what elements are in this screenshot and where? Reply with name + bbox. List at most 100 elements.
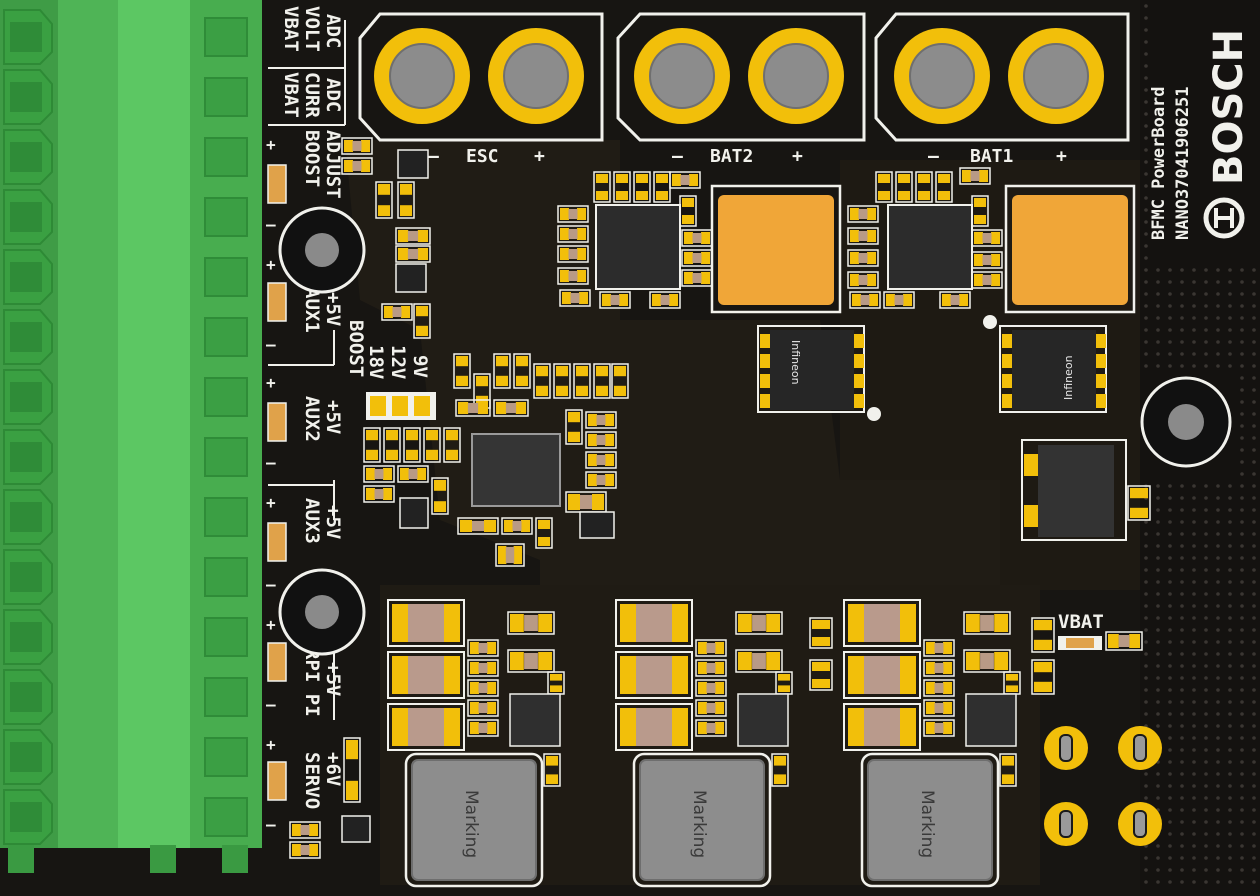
smd-part: [695, 679, 727, 697]
smd-part: [939, 291, 971, 309]
smd-part: [895, 171, 913, 203]
aux1-voltage: +5V: [322, 292, 344, 326]
smd-components: [289, 137, 1151, 859]
terminal-screw: [3, 789, 248, 845]
boost-option-18v: 18V: [365, 345, 387, 379]
via-field: [1144, 4, 1256, 884]
board-serial: NANO37041906251: [1173, 86, 1193, 240]
smd-part: [557, 205, 589, 223]
smd-part: [735, 649, 783, 673]
aux3-voltage: +5V: [322, 505, 344, 539]
smd-part: [467, 679, 499, 697]
bat2-plus: +: [792, 146, 803, 167]
terminal-screw: [3, 669, 248, 725]
smd-part: [847, 271, 879, 289]
power-terminal-pad: [374, 28, 470, 124]
minus-mark: –: [266, 335, 276, 354]
rpi-voltage: +5V: [322, 662, 344, 696]
smd-part: [289, 821, 321, 839]
smd-part: [383, 427, 401, 463]
smd-part: [363, 427, 381, 463]
boost-adjust-label-1: BOOST: [301, 130, 323, 187]
terminal-block: [0, 0, 262, 873]
terminal-screw: [3, 249, 248, 305]
tantalum-capacitor: [710, 184, 842, 314]
aux3-label: AUX3: [301, 498, 323, 544]
smd-part: [559, 289, 591, 307]
smd-part: [649, 291, 681, 309]
smd-part: [395, 245, 431, 263]
smd-part: [493, 353, 511, 389]
smd-part: [397, 181, 415, 219]
smd-part: [695, 639, 727, 657]
ic-marking-left: Infineon: [789, 340, 802, 385]
smd-part: [935, 171, 953, 203]
vbat-curr-adc-label-1: VBAT: [280, 72, 302, 118]
power-terminal-pad: [894, 28, 990, 124]
boost-option-9v: 9V: [409, 355, 431, 378]
smd-part: [915, 171, 933, 203]
boost-select-title: BOOST: [345, 320, 367, 377]
smd-part: [1105, 631, 1143, 651]
minus-mark: –: [266, 695, 276, 714]
mounting-hole: [278, 568, 366, 656]
boost-option-12v: 12V: [387, 345, 409, 379]
smd-part: [343, 737, 361, 803]
small-transistor: [399, 497, 429, 529]
smd-part: [573, 363, 591, 399]
smd-part: [971, 251, 1003, 269]
smd-part: [375, 181, 393, 219]
smd-part: [849, 291, 881, 309]
smd-part: [809, 659, 833, 691]
smd-part: [999, 753, 1017, 787]
mosfet-package: [887, 204, 973, 290]
smd-part: [363, 465, 395, 483]
bat1-label: BAT1: [970, 146, 1013, 167]
terminal-screw: [3, 729, 248, 785]
fiducial: [983, 315, 997, 329]
terminal-screw: [3, 189, 248, 245]
smd-part: [455, 399, 491, 417]
power-terminal-outlines: [358, 12, 1130, 142]
terminal-screw: [3, 429, 248, 485]
through-hole-pad: [1044, 726, 1088, 770]
smd-part: [963, 649, 1011, 673]
smd-part: [557, 245, 589, 263]
esc-label: ESC: [466, 146, 499, 167]
smd-part: [557, 225, 589, 243]
smd-part: [923, 719, 955, 737]
smd-part: [923, 639, 955, 657]
esc-plus: +: [534, 146, 545, 167]
smd-part: [1127, 485, 1151, 521]
smd-part: [395, 227, 431, 245]
vbat-volt-adc-label-3: ADC: [322, 14, 344, 48]
rpi-label: RPI PI: [301, 648, 323, 717]
small-transistor: [397, 149, 429, 179]
smd-part: [923, 699, 955, 717]
regulator-ic: [1021, 439, 1127, 541]
smd-part: [585, 431, 617, 449]
aux1-label: AUX1: [301, 287, 323, 333]
boost-jumper-pads: [366, 392, 436, 420]
plus-mark: +: [266, 615, 276, 634]
power-terminal-pad: [634, 28, 730, 124]
vbat-led-body: [1066, 638, 1094, 648]
small-transistor: [395, 263, 427, 293]
inductor-marking: Marking: [689, 790, 709, 858]
indicator-pads: [267, 164, 287, 801]
buck-converter: Marking: [615, 599, 789, 888]
smd-part: [593, 171, 611, 203]
aux2-voltage: +5V: [322, 400, 344, 434]
terminal-screw: [3, 309, 248, 365]
buck-converter: Marking: [387, 599, 561, 888]
smd-part: [633, 171, 651, 203]
brand-name: BOSCH: [1206, 29, 1252, 185]
smd-part: [809, 617, 833, 649]
smd-part: [681, 269, 713, 287]
smd-part: [507, 649, 555, 673]
board-name: BFMC PowerBoard: [1149, 86, 1169, 240]
smd-part: [923, 659, 955, 677]
plus-mark: +: [266, 135, 276, 154]
mosfet-package: [595, 204, 681, 290]
through-hole-pad: [1044, 802, 1088, 846]
